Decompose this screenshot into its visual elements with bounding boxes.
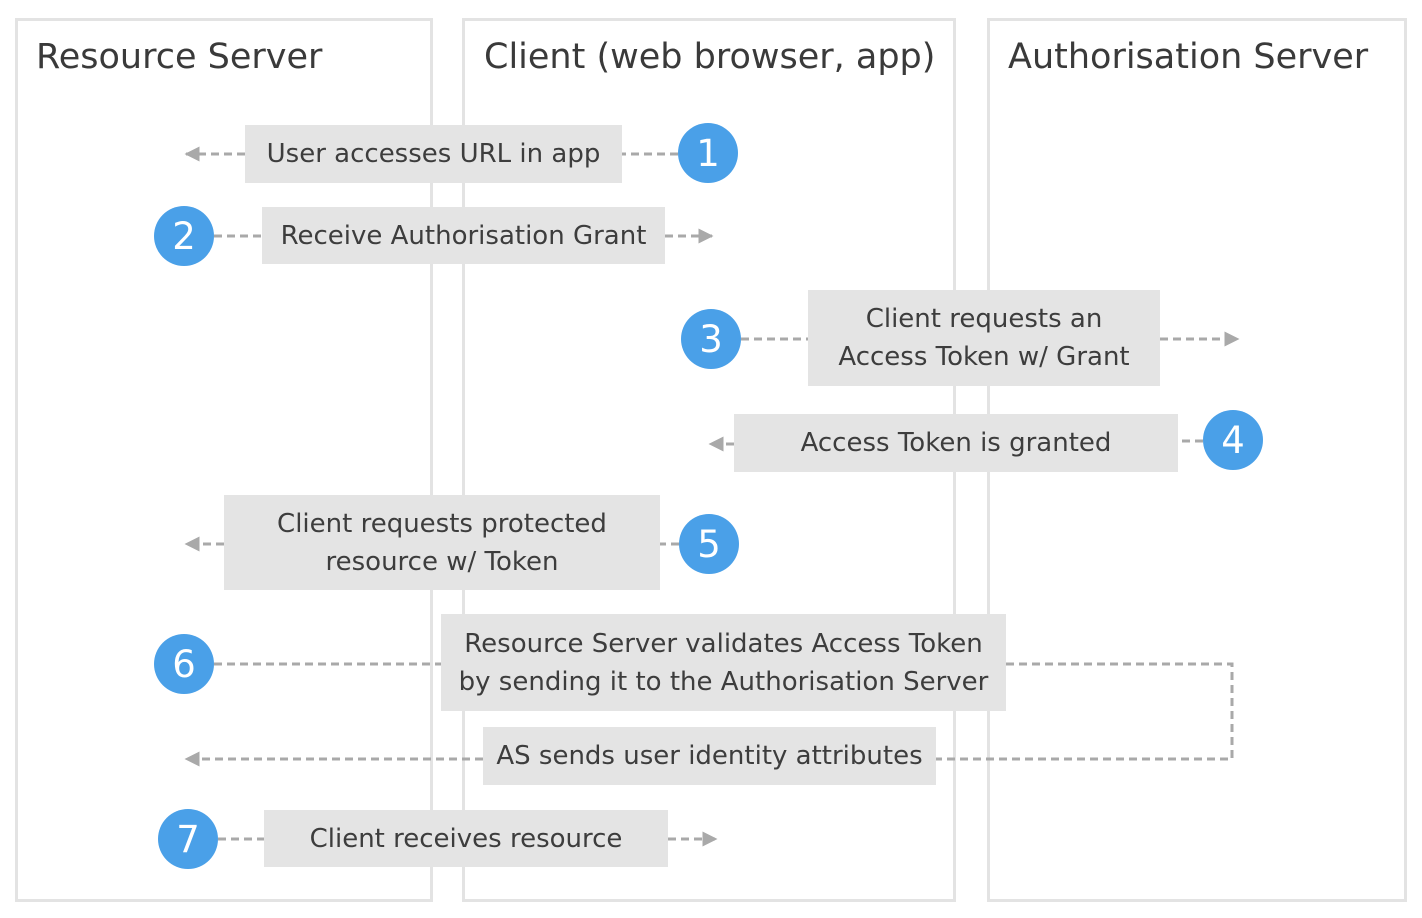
step-2-label: Receive Authorisation Grant bbox=[280, 220, 647, 251]
step-6-badge: 6 bbox=[154, 634, 214, 694]
lane-title-client: Client (web browser, app) bbox=[484, 37, 936, 77]
step-6-box: Resource Server validates Access Token b… bbox=[441, 614, 1006, 711]
step-2-box: Receive Authorisation Grant bbox=[262, 207, 665, 264]
step-6-label-line-2: by sending it to the Authorisation Serve… bbox=[458, 666, 989, 697]
step-5-label-line-1: Client requests protected bbox=[277, 508, 607, 539]
step-3-label-line-2: Access Token w/ Grant bbox=[838, 342, 1130, 372]
step-4-box: Access Token is granted bbox=[734, 414, 1178, 472]
step-7-box: Client receives resource bbox=[264, 810, 668, 867]
step-6-return-box: AS sends user identity attributes bbox=[483, 727, 936, 785]
step-4-label: Access Token is granted bbox=[800, 428, 1112, 458]
step-2-badge: 2 bbox=[154, 206, 214, 266]
step-5-box: Client requests protected resource w/ To… bbox=[224, 495, 660, 590]
step-1-box: User accesses URL in app bbox=[245, 125, 622, 183]
step-6-return-label: AS sends user identity attributes bbox=[496, 741, 923, 771]
step-3-box: Client requests an Access Token w/ Grant bbox=[808, 290, 1160, 386]
connector-6-loop bbox=[936, 662, 1234, 761]
lane-title-authorisation-server: Authorisation Server bbox=[1008, 37, 1369, 77]
lane-title-resource-server: Resource Server bbox=[36, 37, 323, 77]
step-7-badge: 7 bbox=[158, 809, 218, 869]
step-1-label: User accesses URL in app bbox=[266, 139, 601, 169]
step-1-badge: 1 bbox=[678, 123, 738, 183]
step-7-label: Client receives resource bbox=[309, 823, 623, 854]
step-5-label-line-2: resource w/ Token bbox=[325, 546, 559, 577]
step-6-label-line-1: Resource Server validates Access Token bbox=[464, 628, 983, 659]
step-3-badge: 3 bbox=[681, 309, 741, 369]
step-5-badge: 5 bbox=[679, 514, 739, 574]
step-4-badge: 4 bbox=[1203, 410, 1263, 470]
step-3-label-line-1: Client requests an bbox=[865, 304, 1103, 334]
